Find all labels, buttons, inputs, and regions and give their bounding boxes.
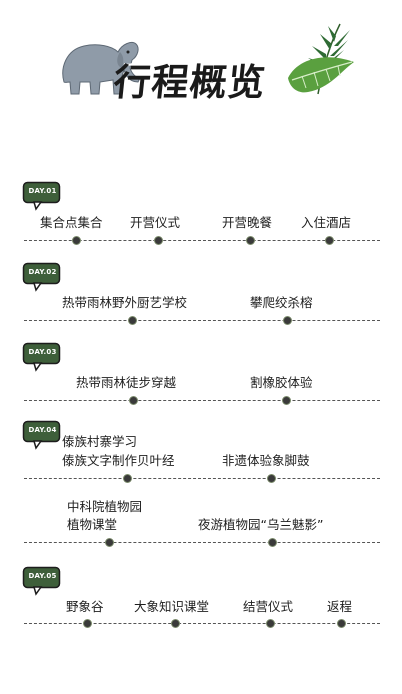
timeline-dot — [246, 236, 255, 245]
timeline-dot — [268, 538, 277, 547]
day-badge: DAY.03 — [22, 342, 62, 372]
day-badge: DAY.04 — [22, 420, 62, 450]
day-badge: DAY.01 — [22, 181, 62, 211]
timeline — [24, 320, 380, 321]
day-badge-label: DAY.05 — [28, 572, 57, 580]
timeline-dot — [154, 236, 163, 245]
timeline-dot — [129, 396, 138, 405]
timeline-dot — [325, 236, 334, 245]
timeline — [24, 240, 380, 241]
timeline — [24, 400, 380, 401]
itinerary-item: 中科院植物园 — [67, 499, 143, 514]
itinerary-item: 入住酒店 — [301, 215, 352, 230]
timeline-dot — [171, 619, 180, 628]
header: 行程概览 — [0, 0, 402, 120]
badge-shape-icon — [22, 420, 61, 450]
badge-shape-icon — [22, 262, 61, 292]
itinerary-item: 傣族村寨学习 — [62, 434, 138, 449]
leaf-icon — [288, 23, 354, 95]
timeline-dot — [267, 474, 276, 483]
timeline-dot — [83, 619, 92, 628]
itinerary-item: 割橡胶体验 — [250, 375, 313, 390]
itinerary-item: 结营仪式 — [243, 599, 294, 614]
day-badge: DAY.05 — [22, 566, 62, 596]
elephant-icon — [62, 41, 141, 95]
itinerary-item: 热带雨林徒步穿越 — [76, 375, 177, 390]
itinerary-item: 植物课堂 — [67, 517, 118, 532]
itinerary-item: 攀爬绞杀榕 — [250, 295, 313, 310]
timeline-dot — [282, 396, 291, 405]
itinerary-item: 夜游植物园“乌兰魅影” — [198, 517, 324, 532]
itinerary-item: 集合点集合 — [40, 215, 103, 230]
itinerary-item: 开营晚餐 — [222, 215, 273, 230]
day-badge-label: DAY.04 — [28, 426, 57, 434]
itinerary-item: 开营仪式 — [130, 215, 181, 230]
timeline-dot — [128, 316, 137, 325]
itinerary-item: 大象知识课堂 — [134, 599, 210, 614]
day-badge-label: DAY.01 — [28, 187, 57, 195]
itinerary-item: 野象谷 — [66, 599, 104, 614]
day-badge-label: DAY.03 — [28, 348, 57, 356]
itinerary-item: 热带雨林野外厨艺学校 — [62, 295, 188, 310]
badge-shape-icon — [22, 181, 61, 211]
badge-shape-icon — [22, 342, 61, 372]
timeline-dot — [123, 474, 132, 483]
timeline — [24, 478, 380, 479]
itinerary-item: 非遗体验象脚鼓 — [222, 453, 310, 468]
page-title: 行程概览 — [111, 61, 268, 104]
itinerary-item: 返程 — [327, 599, 353, 614]
itinerary-item: 傣族文字制作贝叶经 — [62, 453, 175, 468]
timeline-dot — [337, 619, 346, 628]
day-badge: DAY.02 — [22, 262, 62, 292]
badge-shape-icon — [22, 566, 61, 596]
timeline-dot — [283, 316, 292, 325]
timeline-dot — [266, 619, 275, 628]
timeline — [24, 623, 380, 624]
timeline-dot — [72, 236, 81, 245]
timeline — [24, 542, 380, 543]
day-badge-label: DAY.02 — [28, 268, 57, 276]
timeline-dot — [105, 538, 114, 547]
